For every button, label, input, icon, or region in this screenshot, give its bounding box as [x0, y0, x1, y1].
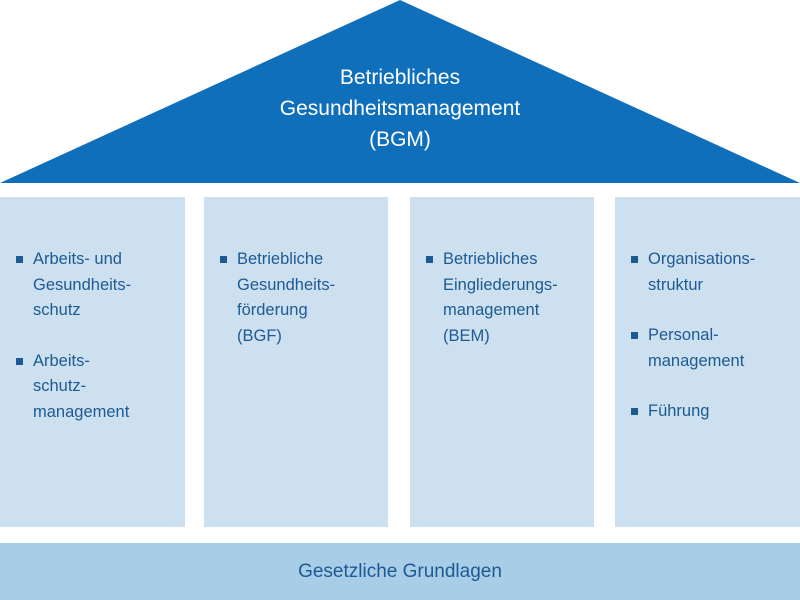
- roof-title-line-2: Gesundheitsmanagement: [279, 97, 521, 120]
- pillar-list-item: Arbeits- schutz- management: [0, 349, 185, 426]
- bullet-square-icon: [16, 357, 23, 365]
- pillar-list-item: Arbeits- und Gesundheits- schutz: [0, 247, 185, 324]
- bullet-square-icon: [631, 332, 638, 339]
- roof: Betriebliches Gesundheitsmanagement (BGM…: [0, 0, 800, 183]
- pillar-list-item: Personal- management: [615, 323, 800, 374]
- pillar-list-item: Führung: [615, 399, 800, 425]
- pillar-item-line: Personal-: [648, 326, 719, 344]
- pillar-arbeitsschutz: Arbeits- und Gesundheits- schutz Arbeits…: [0, 197, 185, 527]
- pillar-item-line: Arbeits- und: [33, 250, 122, 268]
- pillar-list-item: Betriebliches Eingliederungs- management…: [410, 247, 594, 349]
- pillar-item-line: schutz-: [33, 377, 87, 395]
- pillar-item-line: schutz: [33, 301, 81, 319]
- roof-triangle: [0, 0, 800, 183]
- pillar-item-line: struktur: [648, 275, 704, 294]
- pillar-list-item: Betriebliche Gesundheits- förderung (BGF…: [204, 247, 388, 349]
- bullet-square-icon: [220, 256, 227, 263]
- pillar-item-line: Arbeits-: [33, 351, 90, 370]
- pillar-item-line: management: [443, 301, 540, 319]
- pillar-bem: Betriebliches Eingliederungs- management…: [410, 197, 594, 527]
- foundation: Gesetzliche Grundlagen: [0, 543, 800, 600]
- bullet-square-icon: [631, 408, 638, 415]
- bullet-square-icon: [631, 256, 638, 263]
- pillar-item-line: förderung: [237, 301, 308, 319]
- pillar-item-line: Gesundheits-: [33, 275, 132, 294]
- bullet-square-icon: [16, 256, 23, 263]
- pillar-item-line: management: [33, 402, 130, 421]
- pillar-organisation: Organisations- struktur Personal- manage…: [615, 197, 800, 527]
- pillar-item-line: (BGF): [237, 326, 282, 345]
- pillar-bgf: Betriebliche Gesundheits- förderung (BGF…: [204, 197, 388, 527]
- roof-shape: [0, 0, 800, 183]
- pillar-item-line: Eingliederungs-: [443, 275, 558, 294]
- pillar-item-line: Führung: [648, 402, 710, 420]
- pillar-item-line: management: [648, 351, 745, 370]
- pillar-item-line: Betriebliche: [237, 250, 324, 268]
- foundation-label: Gesetzliche Grundlagen: [298, 561, 502, 582]
- pillar-item-line: (BEM): [443, 326, 490, 345]
- pillar-item-line: Betriebliches: [443, 250, 538, 268]
- bullet-square-icon: [426, 256, 433, 263]
- pillar-item-line: Gesundheits-: [237, 275, 336, 294]
- roof-title-line-3: (BGM): [369, 128, 431, 151]
- pillar-item-line: Organisations-: [648, 250, 756, 268]
- pillar-list-item: Organisations- struktur: [615, 247, 800, 298]
- roof-title: Betriebliches Gesundheitsmanagement (BGM…: [180, 62, 620, 155]
- roof-title-line-1: Betriebliches: [339, 66, 461, 89]
